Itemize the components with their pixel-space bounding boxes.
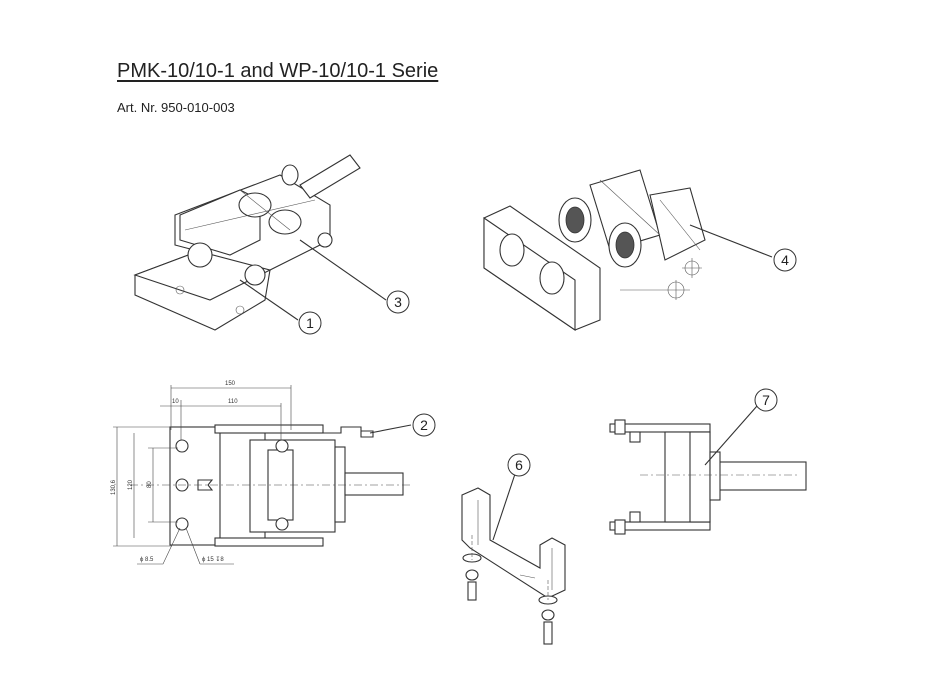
bracket-exploded-drawing bbox=[461, 487, 566, 645]
isometric-tool-drawing bbox=[133, 154, 361, 331]
dim-width-outer: 150 bbox=[225, 381, 236, 387]
svg-text:4: 4 bbox=[781, 252, 789, 268]
dim-hole-large: ϕ 15 ↧8 bbox=[202, 556, 224, 563]
callout-6: 6 bbox=[507, 453, 531, 477]
article-number: Art. Nr. 950-010-003 bbox=[117, 100, 235, 115]
dim-height-inner: 80 bbox=[147, 481, 153, 488]
leader-lines bbox=[239, 224, 773, 541]
dimensioned-top-view: 150 110 10 130,6 120 80 ϕ 8.5 ϕ 15 ↧8 bbox=[111, 381, 410, 565]
dim-width-inner: 110 bbox=[228, 399, 238, 405]
callout-2: 2 bbox=[412, 413, 436, 437]
dim-height-mid: 120 bbox=[128, 479, 134, 490]
roller-plate-drawing bbox=[483, 169, 706, 332]
svg-text:1: 1 bbox=[306, 315, 314, 331]
callout-4: 4 bbox=[773, 248, 797, 272]
side-view-drawing bbox=[609, 419, 807, 535]
svg-text:6: 6 bbox=[515, 457, 523, 473]
svg-text:7: 7 bbox=[762, 392, 770, 408]
dim-hole-small: ϕ 8.5 bbox=[140, 557, 154, 563]
callout-3: 3 bbox=[386, 290, 410, 314]
svg-text:3: 3 bbox=[394, 294, 402, 310]
callout-1: 1 bbox=[298, 311, 322, 335]
svg-text:2: 2 bbox=[420, 417, 428, 433]
document-title: PMK-10/10-1 and WP-10/10-1 Serie bbox=[117, 60, 439, 82]
dim-height-outer: 130,6 bbox=[111, 479, 117, 495]
callout-7: 7 bbox=[754, 388, 778, 412]
dim-offset: 10 bbox=[172, 399, 179, 405]
